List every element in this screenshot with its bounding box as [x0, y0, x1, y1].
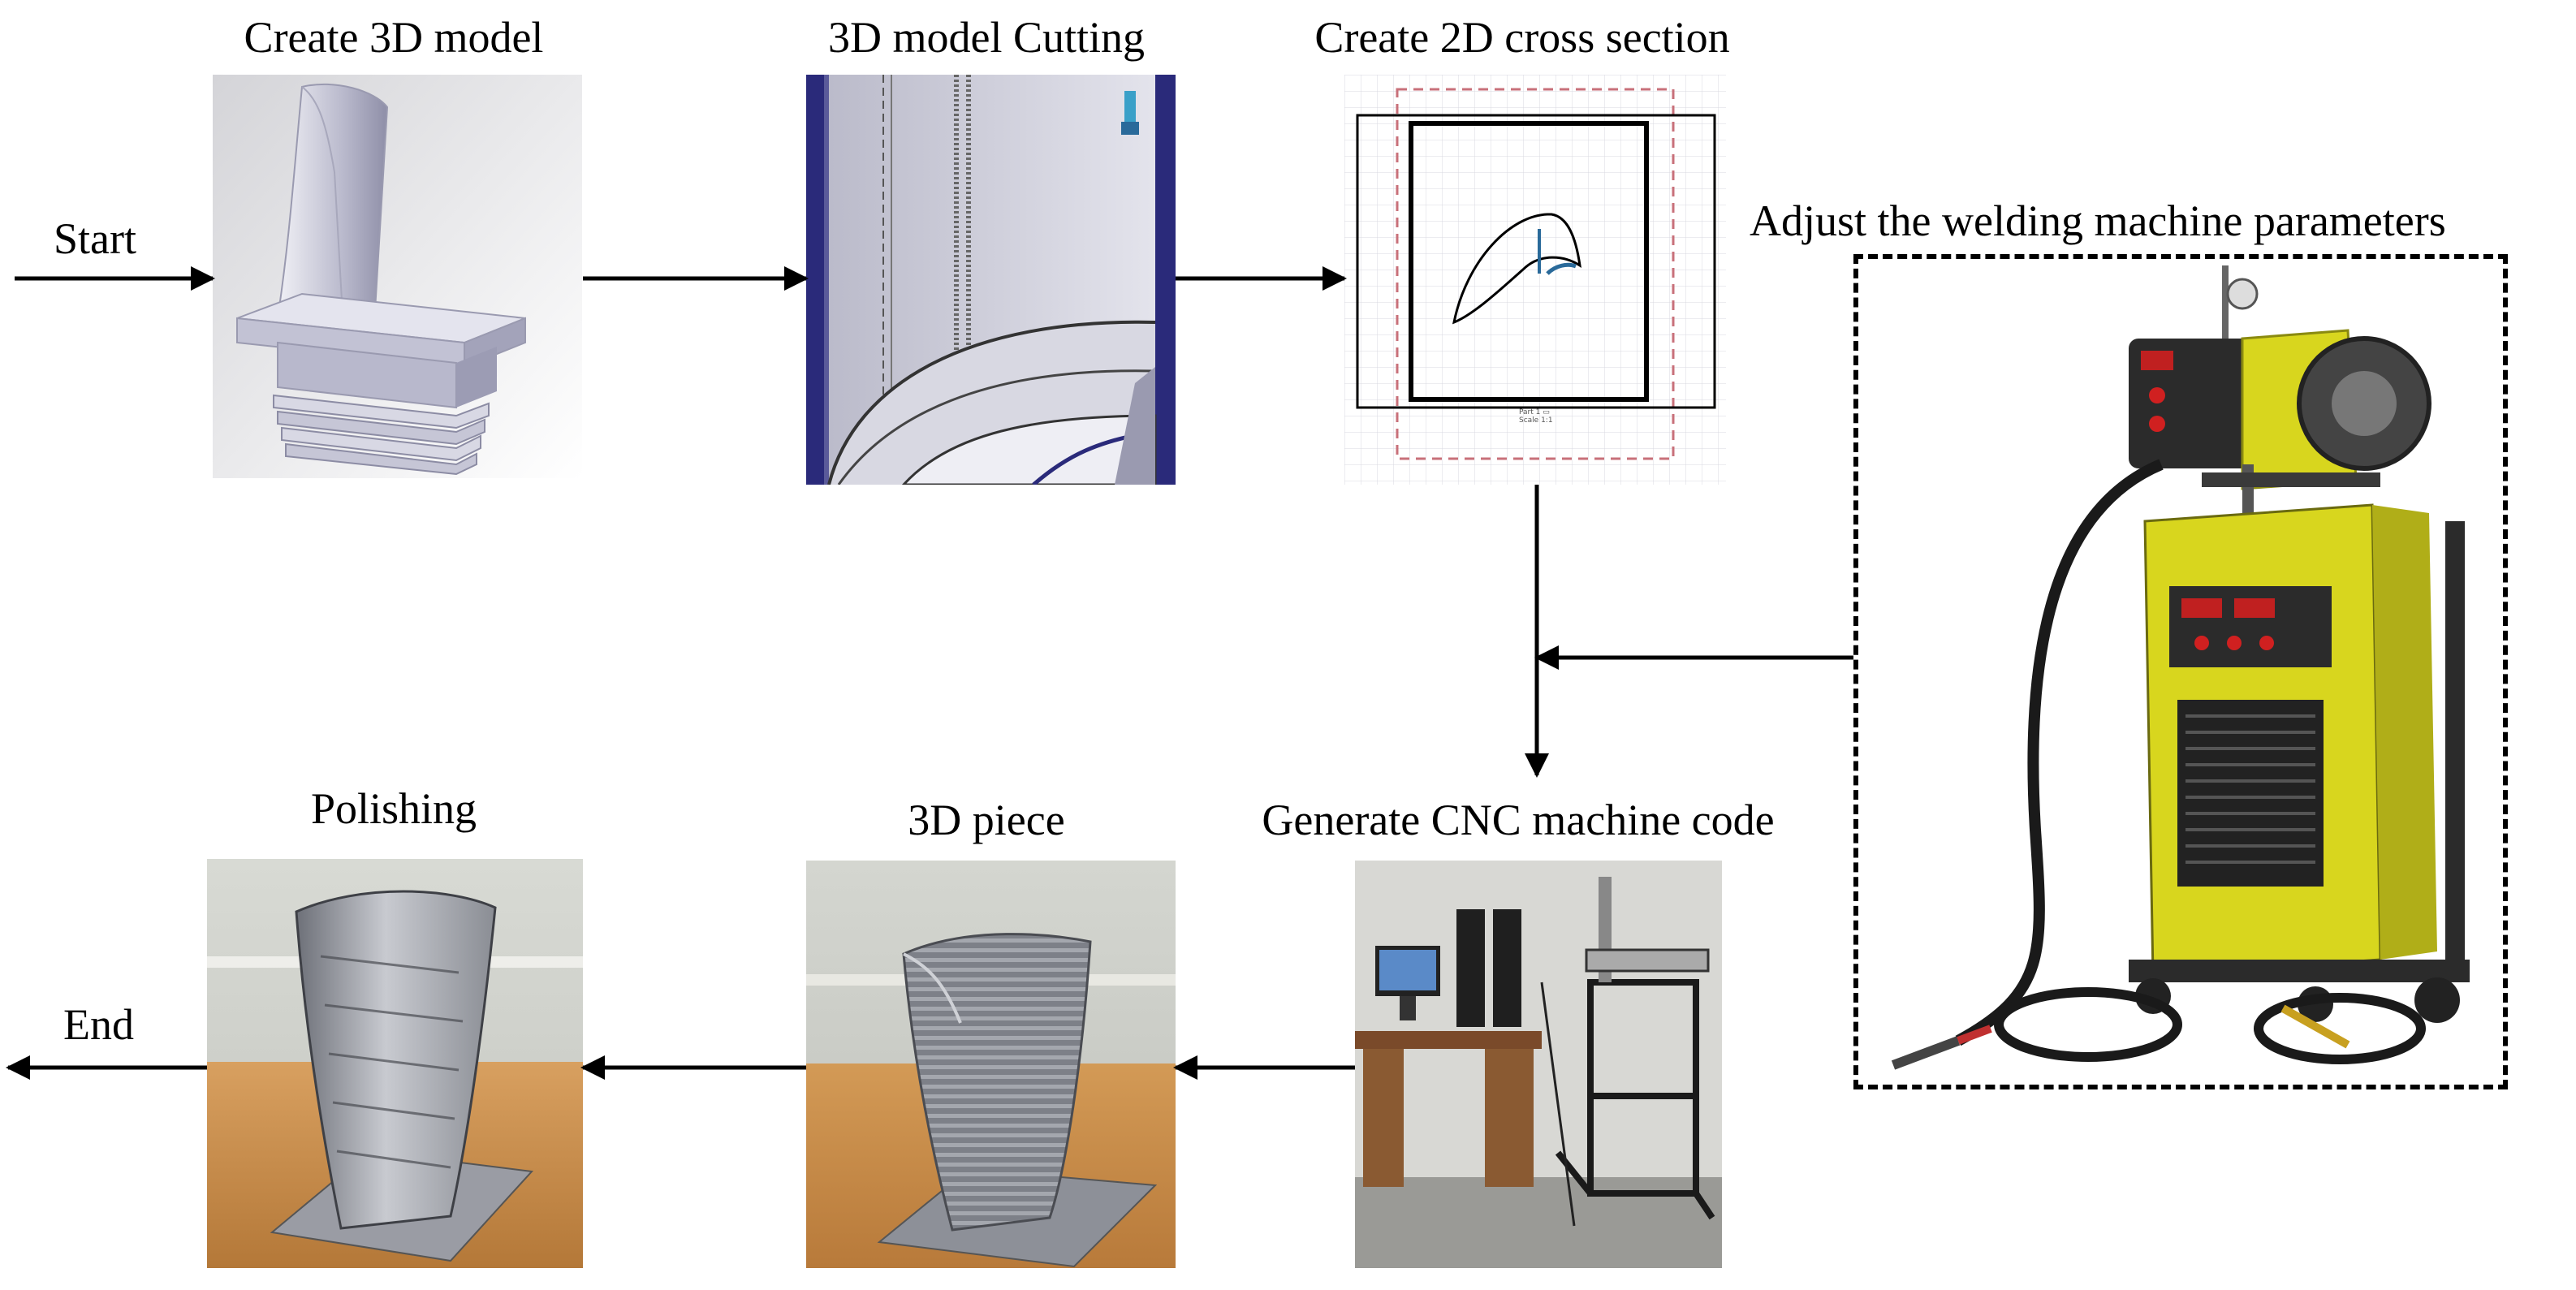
- svg-text:Part 1 ▭: Part 1 ▭: [1519, 408, 1550, 416]
- cnc-machine-drawing: [1355, 861, 1722, 1268]
- welding-machine-image: [1861, 261, 2500, 1081]
- 3d-piece-drawing: [806, 861, 1176, 1268]
- welding-machine-frame: [1853, 254, 2508, 1089]
- 3d-piece-image: [806, 861, 1176, 1268]
- label-start: Start: [54, 214, 136, 263]
- polishing-drawing: [207, 859, 583, 1268]
- polishing-image: [207, 859, 583, 1268]
- label-create-3d-model: Create 3D model: [244, 13, 544, 62]
- cross-section-drawing: Part 1 ▭ Scale 1:1: [1344, 75, 1726, 485]
- label-end: End: [63, 1000, 134, 1049]
- cnc-machine-image: [1355, 861, 1722, 1268]
- svg-text:Scale 1:1: Scale 1:1: [1519, 416, 1553, 425]
- label-polishing: Polishing: [310, 784, 477, 833]
- welding-machine-drawing: [1861, 261, 2500, 1081]
- label-generate-cnc-code: Generate CNC machine code: [1262, 796, 1775, 844]
- label-3d-model-cutting: 3D model Cutting: [828, 13, 1145, 62]
- cross-section-image: Part 1 ▭ Scale 1:1: [1344, 75, 1726, 485]
- label-create-2d-cross-section: Create 2D cross section: [1314, 13, 1730, 62]
- blade-3d-model-image: [213, 75, 582, 478]
- label-3d-piece: 3D piece: [908, 796, 1065, 844]
- blade-3d-model-drawing: [213, 75, 582, 478]
- model-cutting-image: [806, 75, 1176, 485]
- label-adjust-welding-parameters: Adjust the welding machine parameters: [1750, 196, 2446, 245]
- model-cutting-drawing: [806, 75, 1176, 485]
